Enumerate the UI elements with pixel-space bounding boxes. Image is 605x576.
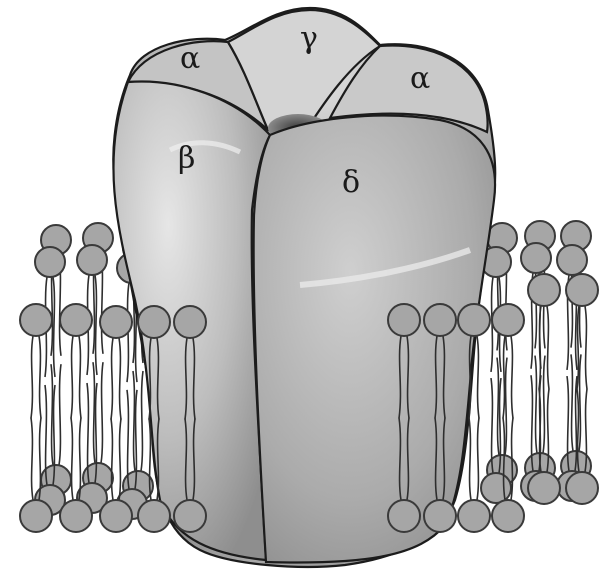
lipid-head-upper	[521, 243, 551, 273]
label-beta: β	[178, 141, 195, 176]
lipid-head-lower	[388, 500, 420, 532]
lipid-head-lower	[174, 500, 206, 532]
lipid-tail	[39, 336, 41, 418]
lipid-tail	[31, 418, 33, 500]
label-delta: δ	[342, 165, 360, 200]
lipid-head-upper	[60, 304, 92, 336]
lipid-tail	[59, 364, 61, 465]
label-alpha-right: α	[410, 61, 430, 96]
lipid-tail	[101, 362, 103, 463]
lipid-head-lower	[481, 473, 511, 503]
lipid-head-upper	[77, 245, 107, 275]
lipid-tail	[31, 336, 33, 418]
lipid-head-lower	[100, 500, 132, 532]
lipid-tail	[119, 419, 121, 500]
lipid-tail	[141, 371, 143, 471]
lipid-head-upper	[100, 306, 132, 338]
lipid-tail	[39, 418, 41, 500]
lipid-tail	[111, 419, 113, 500]
lipid-tail	[53, 277, 55, 377]
lipid-tail	[535, 356, 537, 453]
lipid-tail	[93, 362, 95, 463]
lipid-head-lower	[492, 500, 524, 532]
lipid-tail	[469, 418, 471, 500]
lipid-head-lower	[566, 472, 598, 504]
lipid-head-upper	[528, 274, 560, 306]
lipid-tail	[579, 354, 581, 451]
lipid-head-upper	[20, 304, 52, 336]
lipid-head-upper	[557, 245, 587, 275]
lipid-tail	[505, 358, 507, 455]
lipid-head-upper	[138, 306, 170, 338]
lipid-tail	[95, 275, 97, 375]
lipid-head-upper	[174, 306, 206, 338]
lipid-tail	[79, 418, 81, 500]
lipid-tail	[111, 338, 113, 419]
lipid-head-upper	[424, 304, 456, 336]
lipid-head-upper	[458, 304, 490, 336]
lipid-head-upper	[492, 304, 524, 336]
subunit-delta	[254, 116, 495, 563]
receptor	[113, 8, 495, 567]
lipid-head-upper	[35, 247, 65, 277]
lipid-tail	[71, 418, 73, 500]
lipid-tail	[511, 336, 513, 418]
lipid-head-lower	[60, 500, 92, 532]
lipid-tail	[79, 336, 81, 418]
lipid-tail	[577, 306, 579, 389]
lipid-tail	[119, 338, 121, 419]
right-membrane-back	[481, 221, 591, 503]
lipid-head-upper	[566, 274, 598, 306]
label-gamma: γ	[300, 21, 318, 56]
lipid-head-upper	[388, 304, 420, 336]
lipid-tail	[477, 418, 479, 500]
lipid-tail	[497, 358, 499, 455]
lipid-tail	[585, 306, 587, 389]
lipid-head-lower	[424, 500, 456, 532]
lipid-head-lower	[458, 500, 490, 532]
lipid-tail	[547, 306, 549, 389]
lipid-tail	[543, 356, 545, 453]
label-alpha-left: α	[180, 41, 200, 76]
lipid-tail	[477, 336, 479, 418]
lipid-head-lower	[138, 500, 170, 532]
lipid-tail	[51, 364, 53, 465]
lipid-tail	[571, 354, 573, 451]
lipid-tail	[503, 336, 505, 418]
lipid-tail	[71, 336, 73, 418]
lipid-head-lower	[20, 500, 52, 532]
lipid-tail	[133, 371, 135, 471]
lipid-head-lower	[528, 472, 560, 504]
